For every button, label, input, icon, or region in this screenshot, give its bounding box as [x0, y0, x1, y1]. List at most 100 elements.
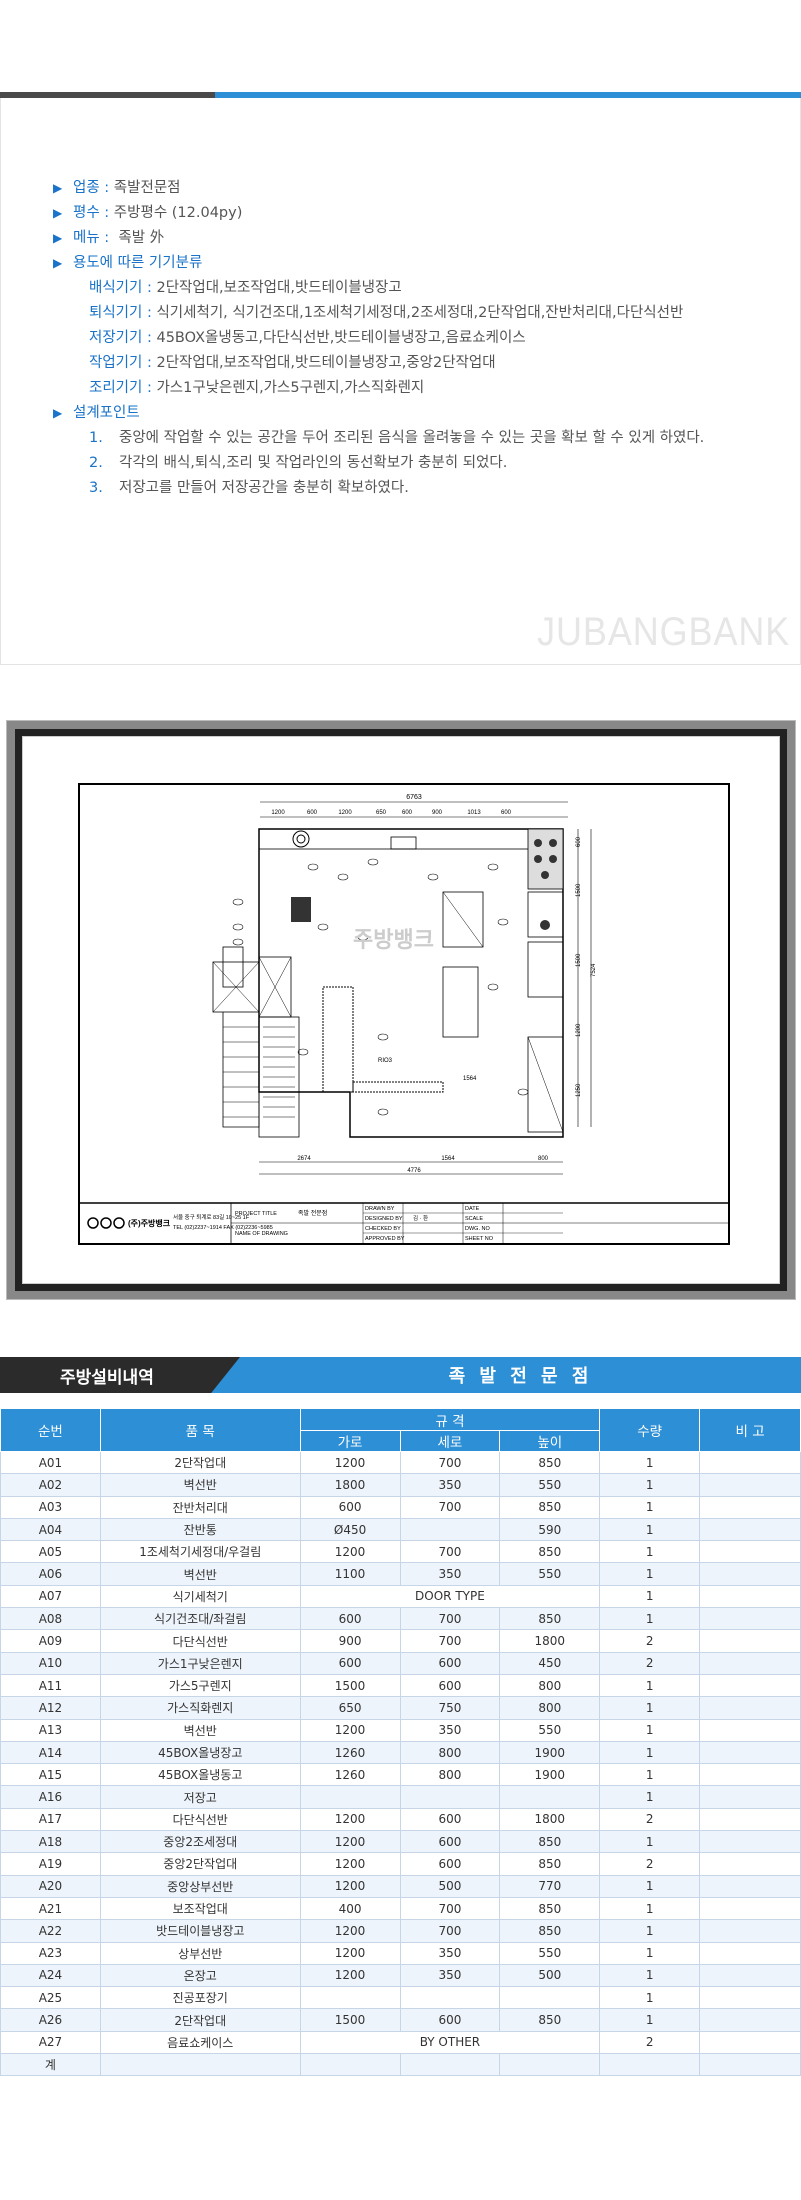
- table-cell: [699, 1919, 801, 1943]
- table-cell: A06: [0, 1562, 101, 1586]
- equip-item: 배식기기 : 2단작업대,보조작업대,밧드테이블냉장고: [89, 280, 402, 296]
- table-cell: A27: [0, 2030, 101, 2055]
- info-design-heading: ▶설계포인트: [53, 401, 704, 426]
- table-cell: 1조세척기세정대/우걸림: [99, 1540, 301, 1564]
- table-cell: 1200: [299, 1718, 401, 1742]
- table-cell: 500: [499, 1963, 601, 1988]
- table-cell: 1100: [299, 1562, 401, 1586]
- drawing-frame: 6763 1200 600 1200 650 600 900 1013 600 …: [15, 729, 787, 1291]
- table-cell: 2: [599, 1852, 701, 1876]
- table-cell: 1: [599, 1673, 701, 1698]
- table-cell: A03: [0, 1495, 101, 1519]
- type-value: 족발전문점: [113, 180, 181, 196]
- table-cell: 600: [399, 2008, 501, 2032]
- logo-icon: [87, 1217, 99, 1229]
- table-cell: A18: [0, 1830, 101, 1854]
- table-cell: 1: [599, 1517, 701, 1542]
- table-cell: 1200: [299, 1807, 401, 1832]
- table-cell: 1: [599, 1919, 701, 1943]
- table-cell: [699, 1852, 801, 1876]
- table-cell: A12: [0, 1696, 101, 1720]
- table-cell: 700: [399, 1607, 501, 1631]
- table-cell: A10: [0, 1651, 101, 1675]
- table-cell: 1200: [299, 1874, 401, 1898]
- table-cell: [299, 1986, 401, 2010]
- svg-text:CHECKED BY: CHECKED BY: [365, 1226, 401, 1232]
- header-depth: 세로: [399, 1430, 501, 1452]
- table-cell: 저장고: [99, 1785, 301, 1809]
- table-cell: 벽선반: [99, 1562, 301, 1586]
- table-cell: [699, 1495, 801, 1519]
- table-cell: [699, 1986, 801, 2010]
- design-point: 1.중앙에 작업할 수 있는 공간을 두어 조리된 음식을 올려놓을 수 있는 …: [89, 430, 705, 446]
- svg-text:1200: 1200: [576, 1023, 582, 1037]
- svg-text:600: 600: [576, 836, 582, 847]
- table-cell: DOOR TYPE: [299, 1584, 601, 1609]
- table-cell: 2: [599, 1651, 701, 1675]
- table-cell: 800: [499, 1673, 601, 1698]
- design-point: 2.각각의 배식,퇴식,조리 및 작업라인의 동선확보가 충분히 되었다.: [89, 455, 508, 471]
- svg-text:NAME OF DRAWING: NAME OF DRAWING: [235, 1231, 288, 1237]
- table-cell: [699, 1629, 801, 1653]
- table-cell: 1: [599, 1473, 701, 1497]
- table-cell: [499, 1785, 601, 1809]
- equip-label: 용도에 따른 기기분류: [73, 255, 203, 271]
- table-cell: 1: [599, 1963, 701, 1988]
- table-cell: 1: [599, 2008, 701, 2032]
- table-cell: 1260: [299, 1740, 401, 1765]
- svg-text:족발 전문점: 족발 전문점: [298, 1209, 327, 1217]
- table-cell: 700: [399, 1540, 501, 1564]
- table-cell: 온장고: [99, 1963, 301, 1988]
- table-cell: 700: [399, 1896, 501, 1921]
- table-cell: [399, 1785, 501, 1809]
- table-cell: 600: [299, 1651, 401, 1675]
- table-cell: A07: [0, 1584, 101, 1609]
- table-cell: 600: [299, 1495, 401, 1519]
- table-cell: [699, 1740, 801, 1765]
- table-cell: 1: [599, 1740, 701, 1765]
- table-cell: [99, 2053, 301, 2077]
- table-cell: 가스1구낮은렌지: [99, 1651, 301, 1675]
- table-cell: 700: [399, 1629, 501, 1653]
- design-point: 3.저장고를 만들어 저장공간을 충분히 확보하였다.: [89, 480, 409, 496]
- table-cell: [699, 2053, 801, 2077]
- header-note: 비 고: [699, 1408, 801, 1452]
- type-label: 업종 :: [73, 180, 110, 196]
- table-cell: A11: [0, 1673, 101, 1698]
- table-cell: 다단식선반: [99, 1807, 301, 1832]
- dim-total-width: 6763: [406, 794, 422, 801]
- table-cell: [699, 2008, 801, 2032]
- table-cell: 1200: [299, 1963, 401, 1988]
- table-cell: 가스5구렌지: [99, 1673, 301, 1698]
- table-cell: 1900: [499, 1740, 601, 1765]
- table-cell: 850: [499, 1896, 601, 1921]
- table-cell: 1800: [499, 1807, 601, 1832]
- table-cell: 350: [399, 1718, 501, 1742]
- table-cell: 350: [399, 1941, 501, 1965]
- table-cell: [699, 1763, 801, 1787]
- arrow-icon: ▶: [53, 406, 63, 420]
- table-cell: 1: [599, 1540, 701, 1564]
- equip-item: 조리기기 : 가스1구낮은렌지,가스5구렌지,가스직화렌지: [89, 380, 425, 396]
- table-cell: A24: [0, 1963, 101, 1988]
- info-area: ▶평수 : 주방평수 (12.04py): [53, 201, 704, 226]
- svg-text:DWG. NO: DWG. NO: [465, 1226, 490, 1232]
- table-cell: 2: [599, 1807, 701, 1832]
- table-cell: 770: [499, 1874, 601, 1898]
- table-cell: 850: [499, 1919, 601, 1943]
- table-cell: [399, 2053, 501, 2077]
- table-cell: 1200: [299, 1941, 401, 1965]
- table-cell: 600: [399, 1807, 501, 1832]
- table-cell: 1260: [299, 1763, 401, 1787]
- room-label: RIO3: [378, 1058, 393, 1064]
- table-cell: 700: [399, 1495, 501, 1519]
